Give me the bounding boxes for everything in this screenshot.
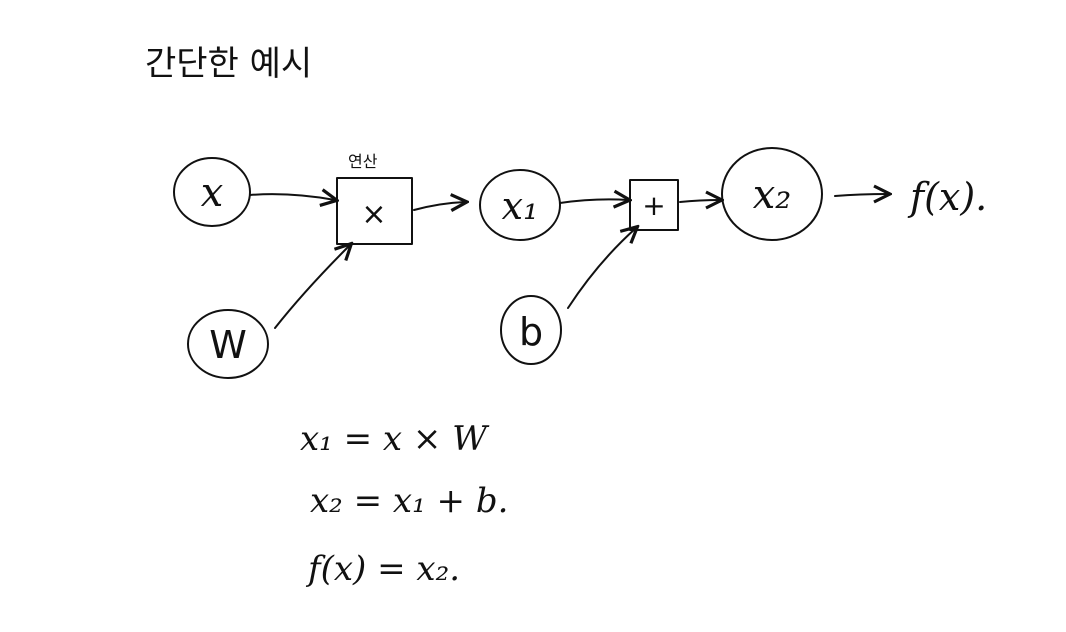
edge-b-to-add <box>567 228 636 309</box>
node-x-label: x <box>201 170 224 216</box>
edge-w-to-multiply <box>274 245 350 329</box>
equation-line: x₂ = x₁ + b. <box>310 481 508 521</box>
op-multiply: × <box>336 177 413 245</box>
op-add: + <box>629 179 679 231</box>
op-add-label: + <box>642 189 665 222</box>
op-caption: 연산 <box>348 152 378 171</box>
node-w: W <box>187 309 269 379</box>
node-x2: x₂ <box>721 147 823 241</box>
op-multiply-label: × <box>361 197 386 232</box>
equation-line: x₁ = x × W <box>300 419 490 459</box>
node-x1: x₁ <box>479 169 561 241</box>
page-title: 간단한 예시 <box>145 44 312 84</box>
equation-line: f(x) = x₂. <box>305 549 460 589</box>
edge-x-to-multiply <box>249 194 335 200</box>
node-x2-label: x₂ <box>753 172 792 218</box>
node-b-label: b <box>519 310 543 354</box>
edge-x1-to-add <box>559 199 628 203</box>
edge-add-to-x2 <box>679 200 720 202</box>
edge-multiply-to-x1 <box>413 202 465 210</box>
node-x1-label: x₁ <box>502 184 539 228</box>
node-b: b <box>500 295 562 365</box>
edge-x2-to-output <box>834 194 888 196</box>
node-x: x <box>173 157 251 227</box>
output-label: f(x). <box>907 175 987 219</box>
node-w-label: W <box>209 323 247 367</box>
